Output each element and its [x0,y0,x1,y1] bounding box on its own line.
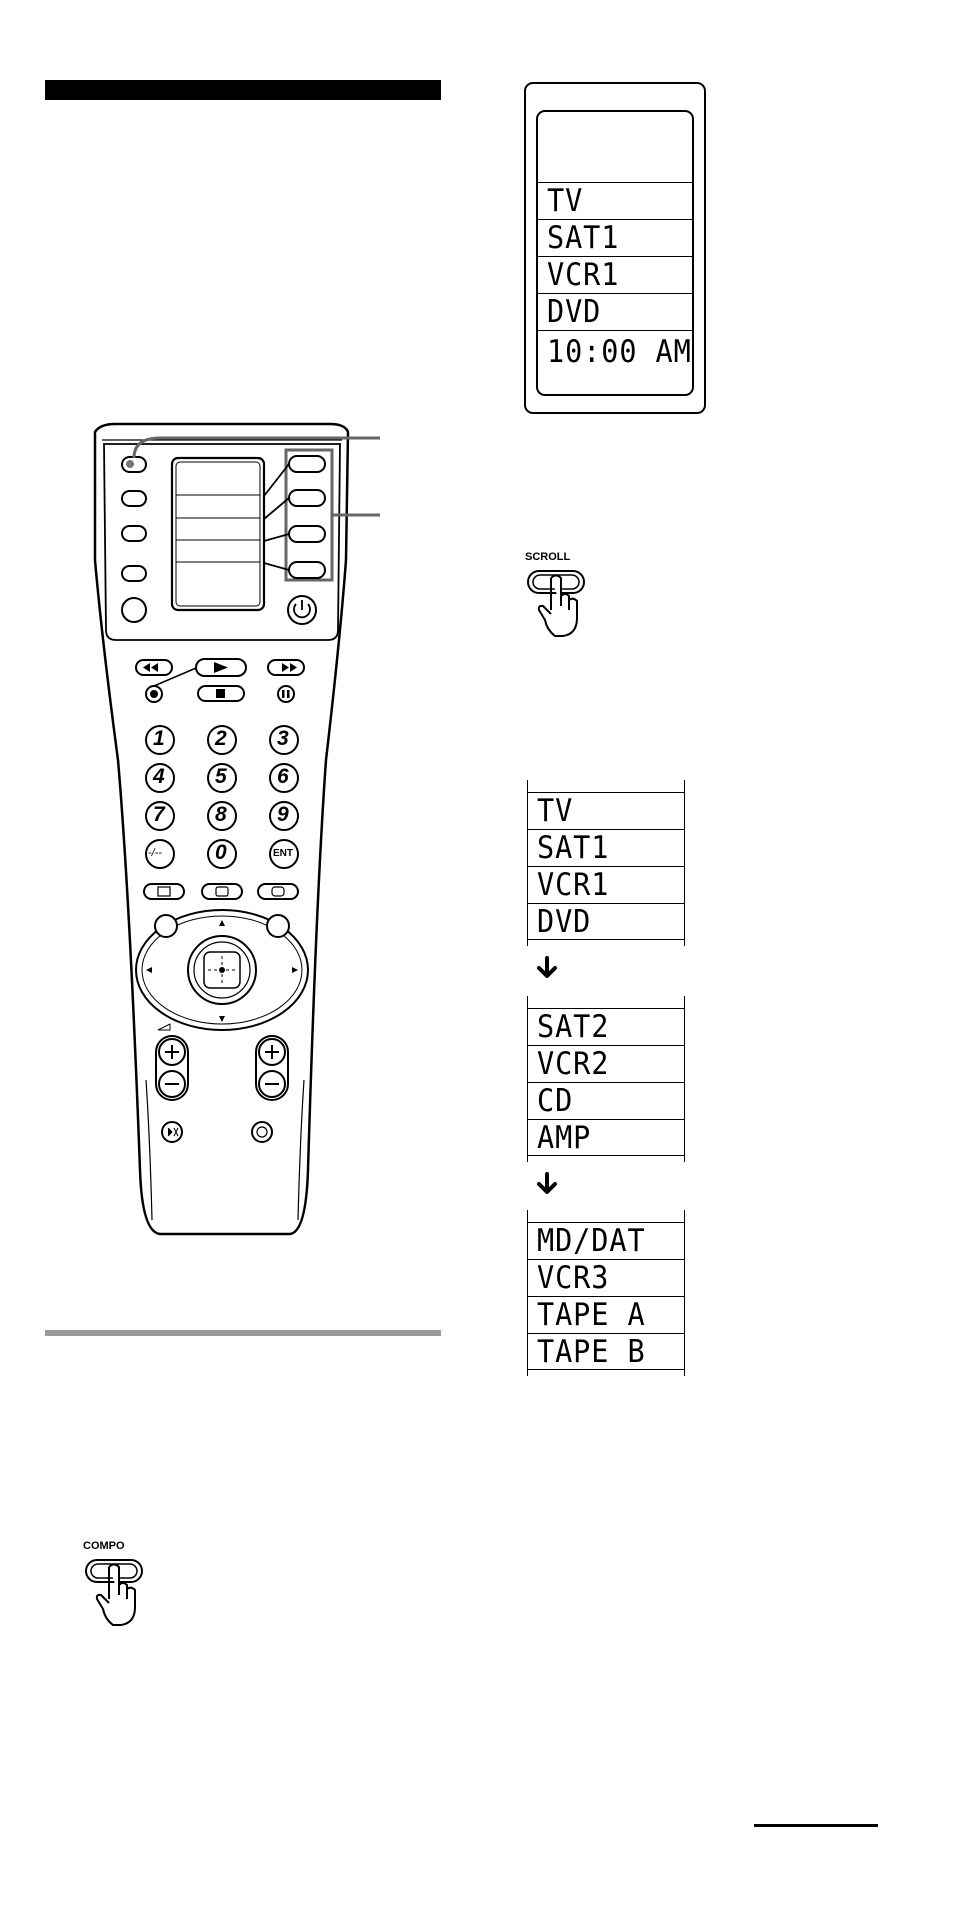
lcd-item-sat1: SAT1 [538,219,692,256]
down-arrow-icon [535,956,559,984]
scroll-button[interactable] [525,568,589,640]
lcd-display-frame: TV SAT1 VCR1 DVD 10:00 AM [524,82,706,414]
down-arrow-icon [535,1172,559,1200]
lcd-screen: TV SAT1 VCR1 DVD 10:00 AM [536,110,694,396]
page-footer-rule [754,1824,878,1827]
remote-key-0: 0 [215,841,227,864]
remote-key-8: 8 [215,803,227,826]
remote-key-7: 7 [153,803,165,826]
lcd-item-vcr1: VCR1 [538,256,692,293]
remote-key-4: 4 [153,765,165,788]
compo-button[interactable] [83,1557,147,1629]
hand-press-icon [85,1559,143,1626]
section-header-bar [45,80,441,100]
remote-key-ent: ENT [273,848,293,859]
lcd-item-tv: TV [538,182,692,219]
remote-key-dash: -/-- [148,847,163,859]
section-divider [45,1330,441,1336]
lcd-clock: 10:00 AM [538,330,692,380]
compo-button-label: COMPO [83,1540,125,1552]
remote-key-5: 5 [215,765,227,788]
scroll-button-label: SCROLL [525,551,571,563]
scroll-page-3: MD/DAT VCR3 TAPE A TAPE B [527,1210,685,1376]
remote-key-9: 9 [277,803,289,826]
lcd-item-dvd: DVD [538,293,692,330]
remote-key-3: 3 [277,727,289,750]
remote-control: 1 2 3 4 5 6 7 8 9 -/-- 0 ENT [0,0,420,1260]
remote-key-2: 2 [215,727,227,750]
scroll-page-2: SAT2 VCR2 CD AMP [527,996,685,1162]
remote-key-1: 1 [153,727,165,750]
remote-key-6: 6 [277,765,289,788]
hand-press-icon [527,570,585,637]
scroll-page-1: TV SAT1 VCR1 DVD [527,780,685,946]
